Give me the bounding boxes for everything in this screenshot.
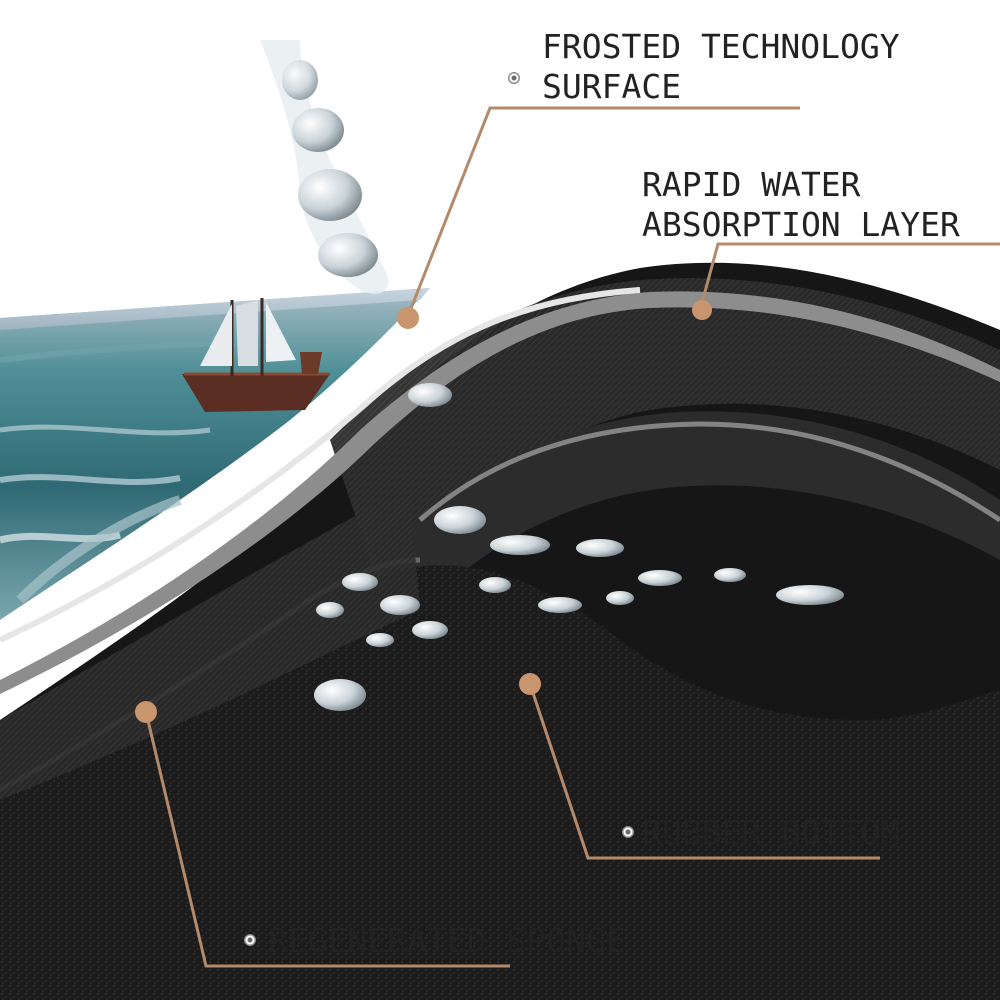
water-splash-illustration bbox=[260, 40, 844, 711]
leader-sponge bbox=[144, 711, 510, 968]
sea-painting bbox=[0, 288, 430, 620]
label-sponge: REGENERATED SPONGE bbox=[268, 921, 626, 960]
leader-lines bbox=[144, 106, 1000, 968]
marker-rubber bbox=[519, 673, 541, 695]
bullet-icon bbox=[622, 826, 634, 838]
inner-arch bbox=[380, 411, 1000, 610]
marker-frosted bbox=[397, 307, 419, 329]
leader-rubber bbox=[528, 683, 880, 860]
grey-stripe bbox=[0, 291, 1000, 694]
label-rapid-line2: ABSORPTION LAYER bbox=[642, 205, 960, 244]
bullet-icon bbox=[244, 934, 256, 946]
surface-edge bbox=[0, 287, 641, 643]
marker-sponge bbox=[135, 701, 157, 723]
label-frosted-line2: SURFACE bbox=[542, 67, 682, 106]
leader-rapid bbox=[698, 242, 1000, 311]
bullet-icon bbox=[508, 72, 520, 84]
absorption-layer-band bbox=[330, 278, 1000, 590]
marker-rapid bbox=[692, 300, 712, 320]
sailboat-illustration bbox=[182, 298, 330, 412]
label-frosted-line1: FROSTED TECHNOLOGY bbox=[542, 27, 900, 66]
label-rubber: RUBBER BOTTOM bbox=[642, 813, 901, 852]
leader-frosted bbox=[406, 106, 800, 317]
marker-dots bbox=[135, 300, 712, 723]
label-rapid-line1: RAPID WATER bbox=[642, 165, 861, 204]
